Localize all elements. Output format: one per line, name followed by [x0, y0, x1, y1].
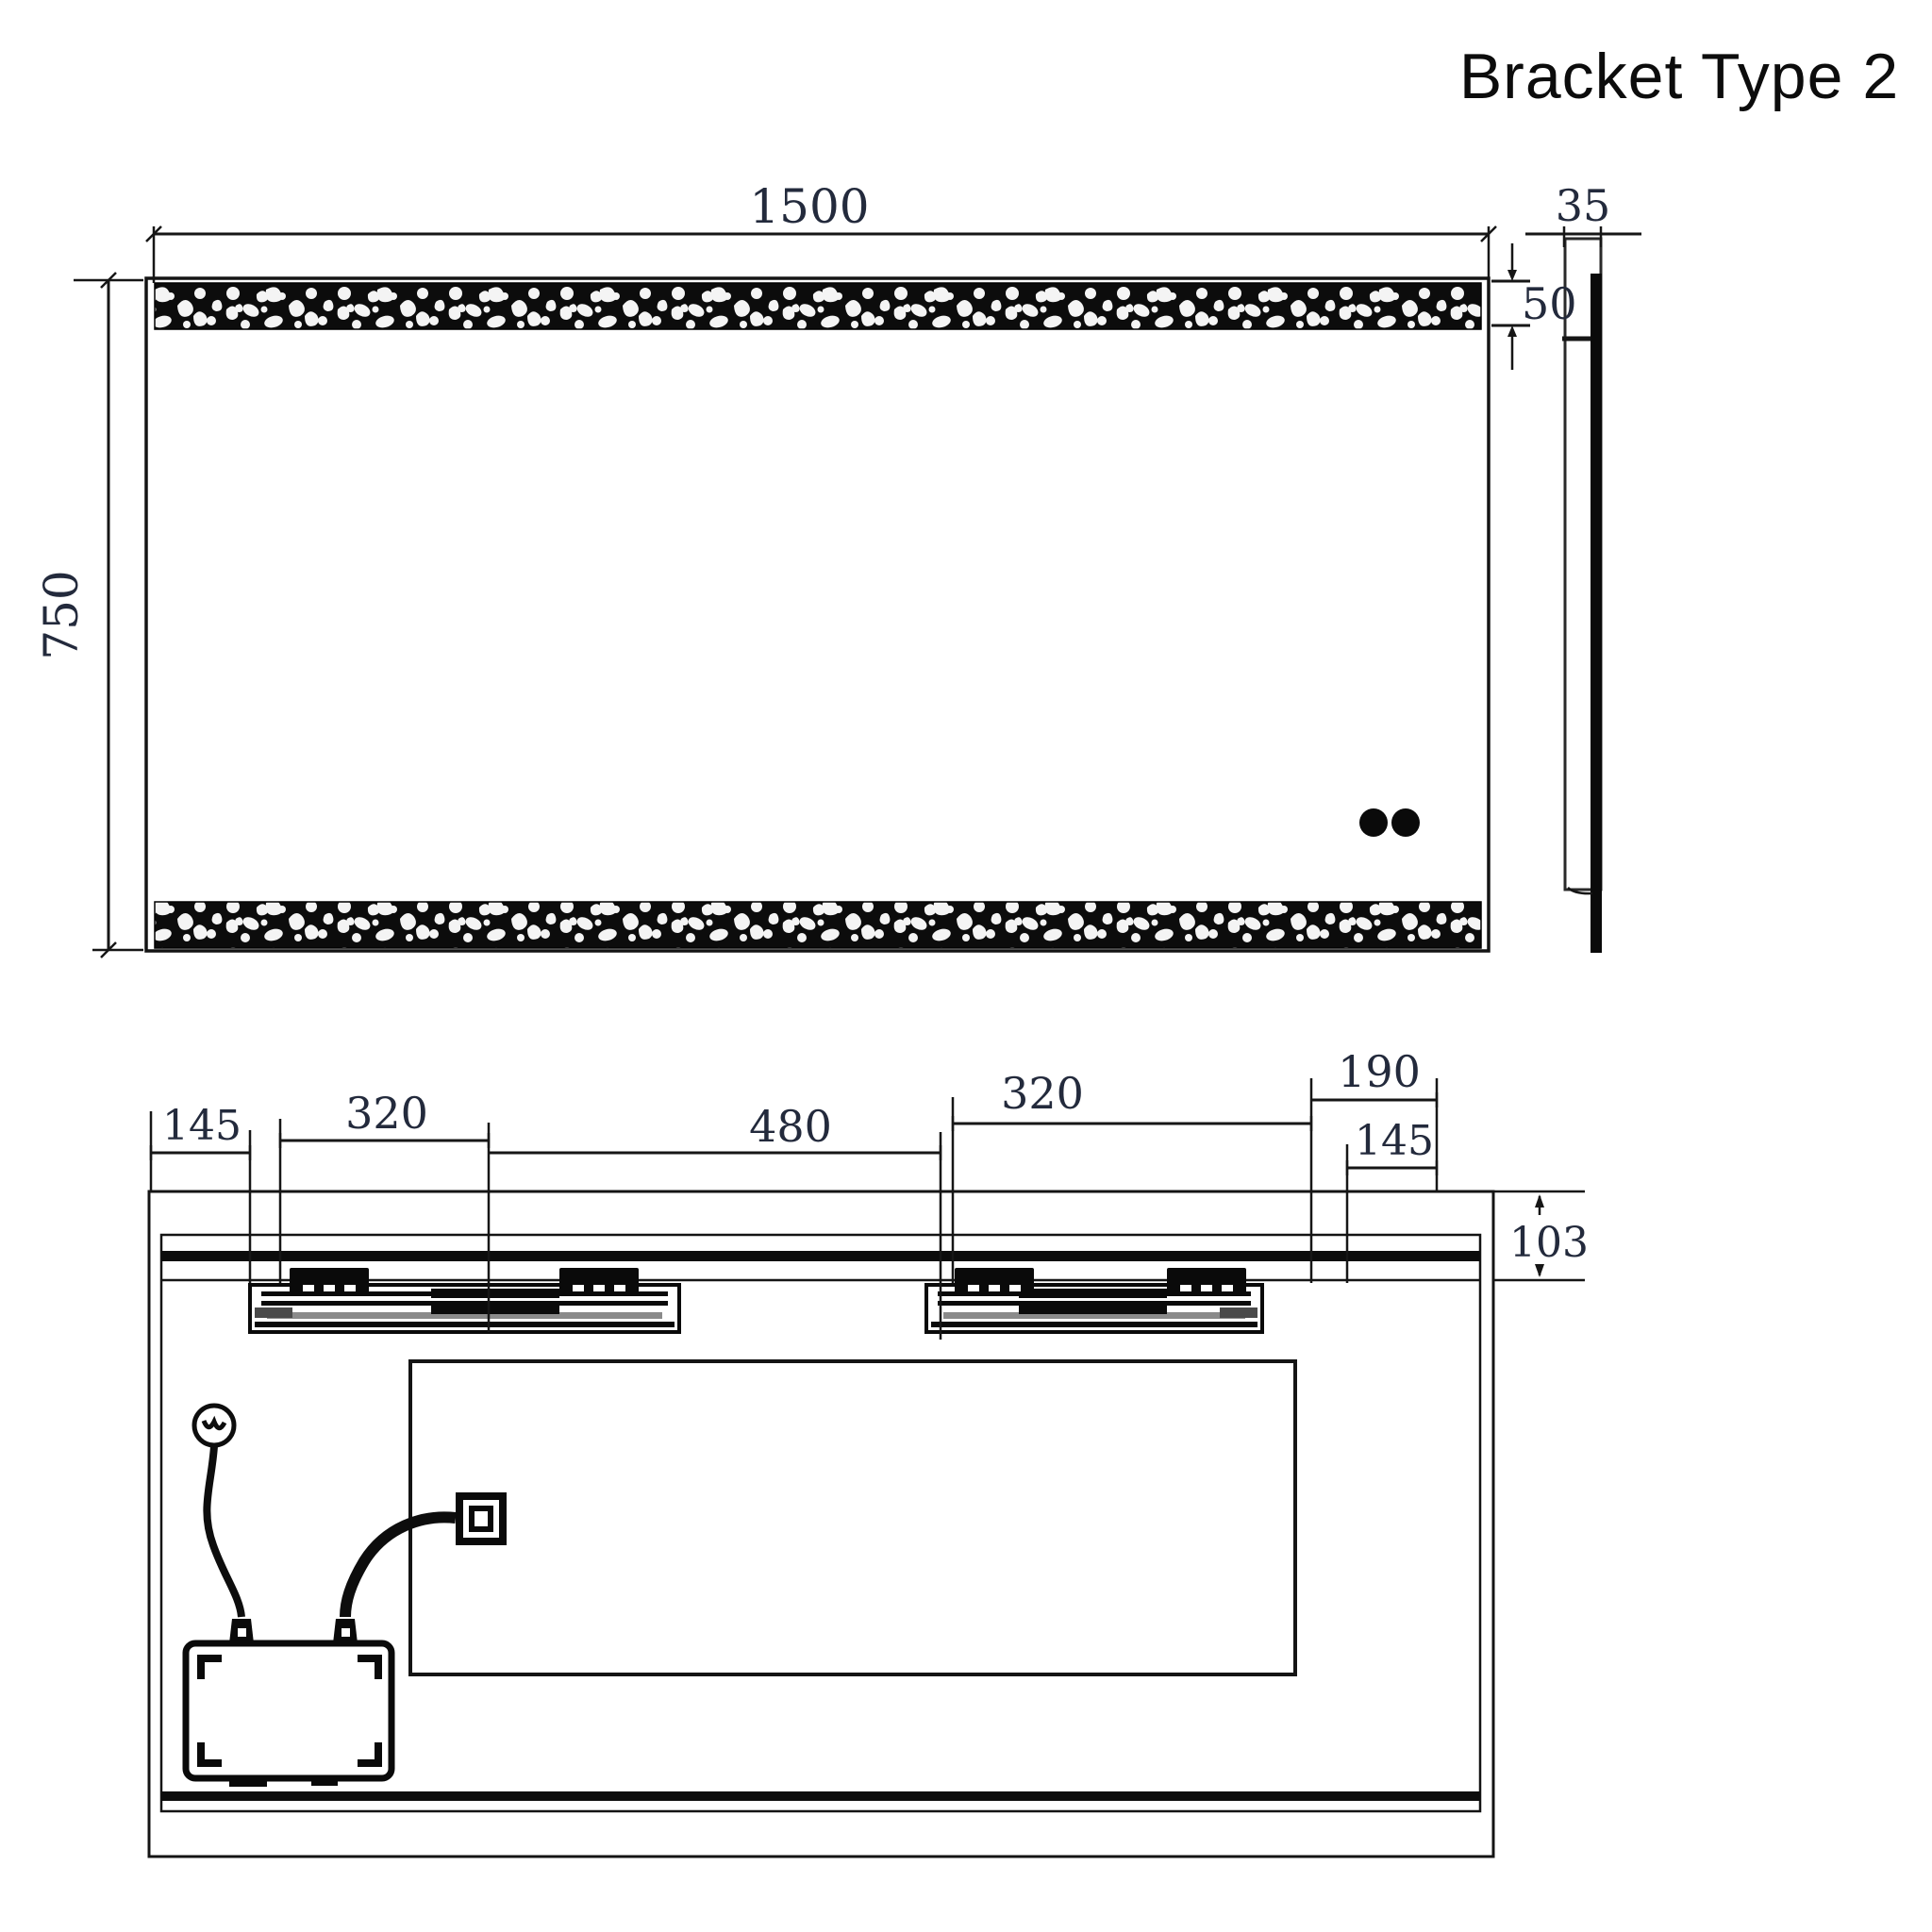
front-view: 1500 750 [34, 179, 1497, 958]
connector-cable [340, 1511, 457, 1618]
dim-label: 145 [1355, 1117, 1434, 1165]
mirror-front-outline [144, 276, 1491, 953]
dim-center-480: 480 [489, 1101, 942, 1160]
dim-right-320: 320 [951, 1068, 1313, 1131]
top-crystal-strip [154, 282, 1482, 330]
dim-label-height: 750 [34, 570, 89, 659]
dim-label-strip: 50 [1522, 278, 1577, 329]
dim-label-depth: 35 [1556, 180, 1611, 231]
dim-left-145: 145 [149, 1102, 252, 1160]
bottom-crystal-strip [154, 901, 1482, 949]
dim-depth-35: 35 [1525, 180, 1641, 247]
touch-sensor-dots [1359, 808, 1420, 837]
gland-wires-icon [201, 1415, 227, 1431]
touch-dot-left [1359, 808, 1388, 837]
side-profile-glass-edge [1591, 274, 1602, 953]
dim-right-145: 145 [1345, 1117, 1439, 1175]
page-title: Bracket Type 2 [1459, 41, 1899, 112]
dim-width-1500: 1500 [145, 179, 1497, 283]
power-cable [203, 1445, 245, 1618]
bracket-clip [290, 1268, 369, 1296]
dim-label: 320 [1001, 1068, 1084, 1119]
bracket-clip [559, 1268, 639, 1296]
dim-label: 480 [749, 1101, 832, 1152]
dim-strip-50: 50 [1491, 243, 1577, 370]
dim-label-width: 1500 [749, 179, 869, 234]
bracket-clips [290, 1268, 1246, 1296]
rear-frame-bottom-band [161, 1791, 1480, 1801]
cable-fittings [229, 1619, 358, 1643]
dim-label: 145 [162, 1102, 242, 1150]
dim-103: 103 [1506, 1194, 1589, 1277]
rear-view: 145 320 480 320 190 [147, 1046, 1589, 1858]
dim-label: 103 [1509, 1219, 1589, 1267]
led-panel-outline [408, 1359, 1297, 1676]
touch-dot-right [1391, 808, 1420, 837]
dim-190: 190 [1311, 1046, 1439, 1108]
dim-label: 320 [345, 1088, 428, 1139]
bracket-clip [955, 1268, 1034, 1296]
bracket-clip [1167, 1268, 1246, 1296]
cable-gland [192, 1403, 237, 1448]
side-view: 35 50 [1491, 180, 1641, 953]
side-profile-bottom [1567, 887, 1593, 895]
dim-left-320: 320 [278, 1088, 491, 1148]
dim-label: 190 [1338, 1046, 1421, 1097]
square-connector [456, 1492, 507, 1545]
driver-box-foot [311, 1779, 338, 1786]
driver-box [182, 1640, 395, 1787]
dim-height-750: 750 [34, 272, 143, 958]
driver-box-foot [229, 1779, 267, 1787]
rear-frame-top-band [161, 1251, 1480, 1261]
